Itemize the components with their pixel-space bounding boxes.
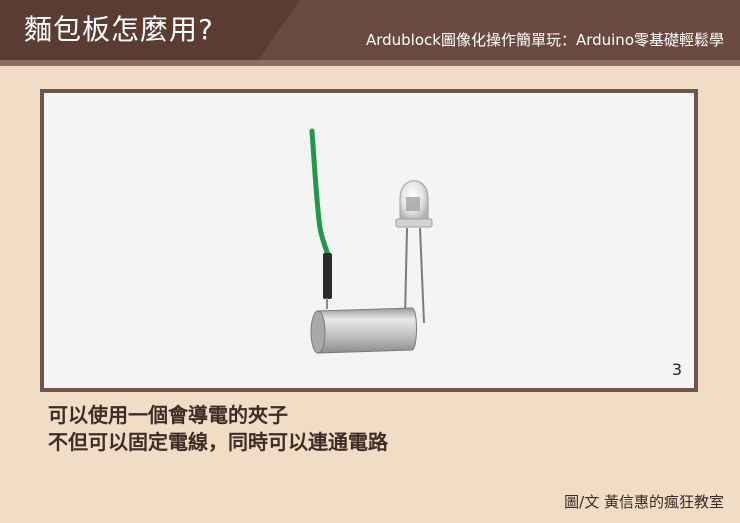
page-title: 麵包板怎麼用? [24, 13, 214, 46]
caption: 可以使用一個會導電的夾子 不但可以固定電線，同時可以連通電路 [48, 402, 388, 456]
illustration [309, 128, 433, 354]
book-subtitle: Ardublock圖像化操作簡單玩：Arduino零基礎輕鬆學 [365, 31, 724, 49]
metal-clip-icon [310, 307, 417, 354]
illustration-frame: 3 [40, 89, 698, 392]
title-tab [0, 0, 300, 60]
caption-line-2: 不但可以固定電線，同時可以連通電路 [48, 430, 388, 454]
page-number: 3 [671, 360, 682, 379]
author-credit: 圖/文 黃信惠的瘋狂教室 [564, 493, 724, 511]
green-wire-icon [309, 128, 332, 309]
caption-line-1: 可以使用一個會導電的夾子 [48, 403, 288, 427]
led-icon [395, 180, 433, 324]
